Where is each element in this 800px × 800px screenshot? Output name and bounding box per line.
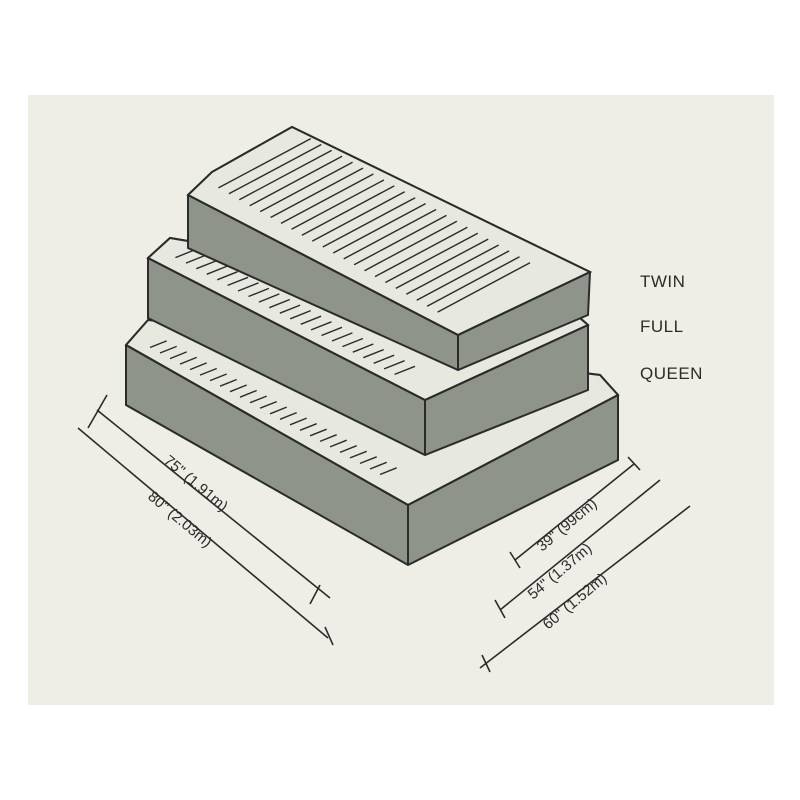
size-label-full: FULL bbox=[640, 317, 684, 336]
length-dimension-lines bbox=[77, 394, 334, 646]
twin-mattress bbox=[186, 125, 593, 372]
size-label-twin: TWIN bbox=[640, 272, 686, 291]
width-dimension-lines bbox=[479, 456, 691, 673]
width-twin-label: 39" (99cm) bbox=[534, 495, 601, 555]
size-label-queen: QUEEN bbox=[640, 364, 703, 383]
